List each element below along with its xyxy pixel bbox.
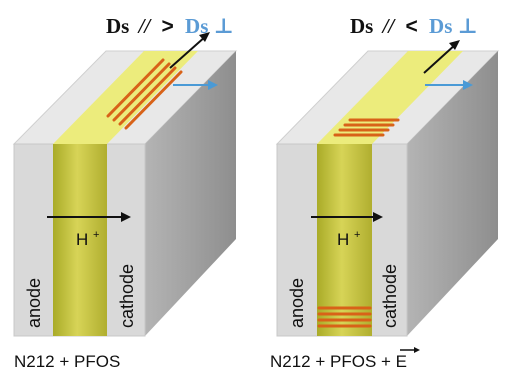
left-parallel-arrow-head: [199, 32, 210, 42]
left-title-parallel: //: [137, 14, 153, 38]
right-parallel-arrow: [423, 43, 457, 74]
efield-vector-head: [414, 347, 420, 353]
left-anode-label: anode: [24, 278, 44, 328]
left-proton-charge: +: [93, 229, 99, 241]
left-cathode-label: cathode: [117, 264, 137, 328]
right-proton-arrow-head: [373, 212, 383, 222]
right-proton-label: H +: [337, 229, 360, 249]
right-title-parallel: //: [381, 14, 397, 38]
left-caption: N212 + PFOS: [14, 352, 120, 371]
right-proton-charge: +: [354, 229, 360, 241]
right-membrane-front: [317, 144, 372, 336]
right-cathode-label: cathode: [380, 264, 400, 328]
left-cube-side-face: [145, 51, 236, 336]
right-title-ds-perp: Ds ⊥: [429, 14, 478, 38]
left-fiber-3: [118, 66, 177, 126]
right-cube-side-face: [407, 51, 498, 336]
left-membrane-front: [53, 144, 107, 336]
right-proton-h: H: [337, 230, 349, 249]
left-title-ds-perp: Ds ⊥: [185, 14, 234, 38]
left-proton-arrow-head: [121, 212, 131, 222]
left-fiber-1: [106, 58, 165, 118]
left-fibers: [106, 58, 183, 130]
left-cube: [12, 50, 238, 337]
left-title: Ds // > Ds ⊥: [106, 14, 234, 38]
left-proton-h: H: [76, 230, 88, 249]
right-perp-arrow-head: [463, 80, 473, 90]
right-fibers: [317, 118, 400, 328]
left-fiber-2: [112, 62, 171, 122]
right-title-ds: Ds: [350, 14, 373, 38]
right-arrows: [311, 40, 473, 222]
right-anode-label: anode: [287, 278, 307, 328]
right-parallel-arrow-head: [449, 40, 460, 50]
left-arrows: [47, 32, 218, 222]
left-parallel-arrow: [169, 35, 207, 69]
right-caption: N212 + PFOS + E: [270, 352, 407, 371]
left-perp-arrow-head: [208, 80, 218, 90]
right-title-comparator: <: [406, 15, 418, 38]
left-title-comparator: >: [162, 15, 174, 38]
right-title: Ds // < Ds ⊥: [350, 14, 478, 38]
left-title-ds: Ds: [106, 14, 129, 38]
left-proton-label: H +: [76, 229, 99, 249]
left-fiber-4: [124, 70, 183, 130]
